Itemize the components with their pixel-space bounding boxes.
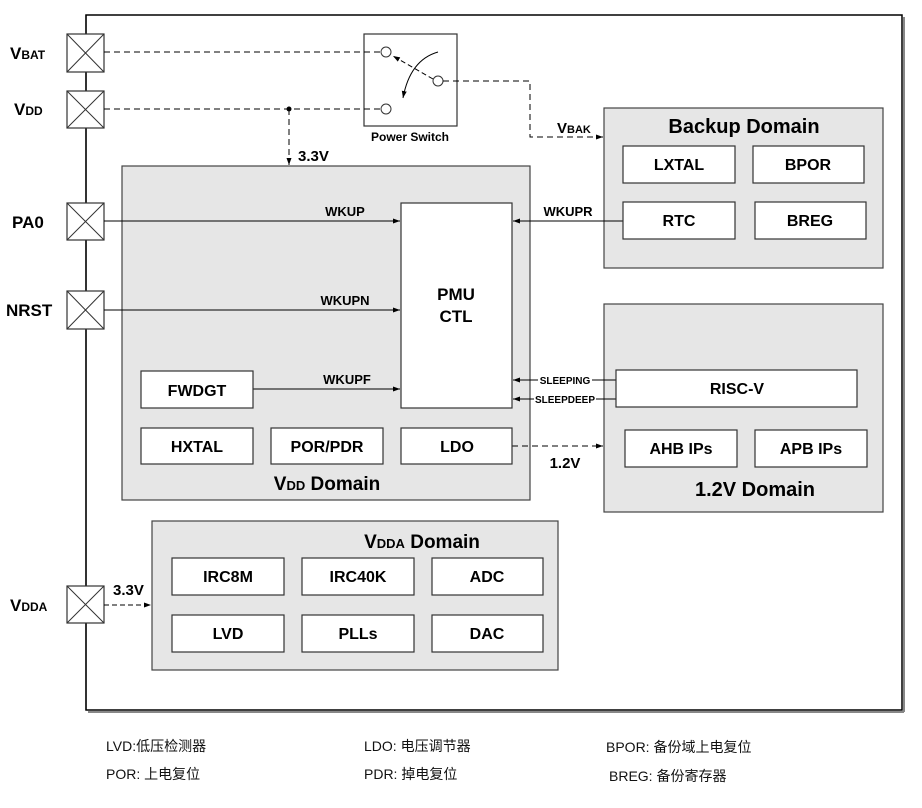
- svg-text:LDO: LDO: [440, 439, 474, 456]
- legend-breg: BREG: 备份寄存器: [609, 768, 727, 784]
- legend-lvd: LVD:低压检测器: [106, 738, 207, 754]
- vdda-domain-title: VDDA Domain: [364, 532, 480, 553]
- breg-block: BREG: [754, 201, 867, 240]
- core-1v2-domain: [603, 303, 884, 513]
- vdda-3v3-label: 3.3V: [113, 582, 144, 599]
- legend-ldo: LDO: 电压调节器: [364, 738, 471, 754]
- plls-block: PLLs: [301, 614, 415, 653]
- ldo-block: LDO: [400, 427, 513, 465]
- irc8m-block: IRC8M: [171, 557, 285, 596]
- pin-vbat: [66, 33, 105, 73]
- vdd-3v3-label: 3.3V: [298, 148, 329, 165]
- svg-text:RTC: RTC: [663, 213, 696, 230]
- sleeping-label: SLEEPING: [540, 376, 591, 387]
- legend-pdr: PDR: 掉电复位: [364, 766, 458, 782]
- svg-text:ADC: ADC: [470, 569, 505, 586]
- svg-text:LVD: LVD: [213, 626, 244, 643]
- switch-arrow-icon: [401, 51, 439, 99]
- wkupf-label: WKUPF: [323, 372, 371, 387]
- backup-domain-title: Backup Domain: [668, 116, 819, 138]
- adc-block: ADC: [431, 557, 544, 596]
- legend-por: POR: 上电复位: [106, 766, 201, 782]
- wkupn-label: WKUPN: [320, 293, 369, 308]
- svg-text:HXTAL: HXTAL: [171, 439, 223, 456]
- pin-label-vdda: VDDA: [10, 596, 48, 615]
- pin-label-vdd: VDD: [14, 100, 43, 119]
- svg-text:DAC: DAC: [470, 626, 505, 643]
- pin-pa0: [66, 202, 105, 241]
- ahb-ips-block: AHB IPs: [624, 429, 738, 468]
- pin-vdda: [66, 585, 105, 624]
- switch-terminal-vdd: [380, 103, 392, 115]
- svg-text:IRC40K: IRC40K: [330, 569, 387, 586]
- pin-nrst: [66, 290, 105, 330]
- sleepdeep-label: SLEEPDEEP: [535, 395, 595, 406]
- ldo-1v2-label: 1.2V: [550, 455, 581, 472]
- pin-label-pa0: PA0: [12, 213, 44, 232]
- svg-text:AHB IPs: AHB IPs: [649, 441, 712, 458]
- apb-ips-block: APB IPs: [754, 429, 868, 468]
- por-pdr-block: POR/PDR: [270, 427, 384, 465]
- power-switch-label: Power Switch: [371, 130, 449, 144]
- svg-text:LXTAL: LXTAL: [654, 157, 705, 174]
- fwdgt-block: FWDGT: [140, 370, 254, 409]
- pmu-ctl-label-1: PMU: [437, 285, 475, 304]
- svg-text:BPOR: BPOR: [785, 157, 832, 174]
- pmu-ctl-block: [400, 202, 513, 409]
- pin-label-nrst: NRST: [6, 301, 53, 320]
- backup-domain: [603, 107, 884, 269]
- svg-text:APB IPs: APB IPs: [780, 441, 842, 458]
- switch-terminal-vbat: [380, 46, 392, 58]
- riscv-block: RISC-V: [615, 369, 858, 408]
- wkupr-label: WKUPR: [543, 204, 593, 219]
- dac-block: DAC: [431, 614, 544, 653]
- lvd-block: LVD: [171, 614, 285, 653]
- pin-vdd: [66, 90, 105, 129]
- irc40k-block: IRC40K: [301, 557, 415, 596]
- svg-text:IRC8M: IRC8M: [203, 569, 253, 586]
- vdd-domain-title: VDD Domain: [274, 474, 380, 495]
- svg-text:PLLs: PLLs: [338, 626, 377, 643]
- core-domain-title: 1.2V Domain: [695, 479, 815, 501]
- bpor-block: BPOR: [752, 145, 865, 184]
- svg-text:BREG: BREG: [787, 213, 833, 230]
- pmu-ctl-label-2: CTL: [439, 307, 472, 326]
- pin-label-vbat: VBAT: [10, 44, 46, 63]
- vbak-label: VBAK: [557, 120, 591, 137]
- switch-terminal-out: [432, 75, 444, 87]
- svg-text:FWDGT: FWDGT: [168, 383, 227, 400]
- lxtal-block: LXTAL: [622, 145, 736, 184]
- hxtal-block: HXTAL: [140, 427, 254, 465]
- wkup-label: WKUP: [325, 204, 365, 219]
- legend-bpor: BPOR: 备份域上电复位: [606, 739, 752, 755]
- svg-text:POR/PDR: POR/PDR: [291, 439, 364, 456]
- svg-text:RISC-V: RISC-V: [710, 381, 765, 398]
- power-switch: [363, 33, 458, 127]
- rtc-block: RTC: [622, 201, 736, 240]
